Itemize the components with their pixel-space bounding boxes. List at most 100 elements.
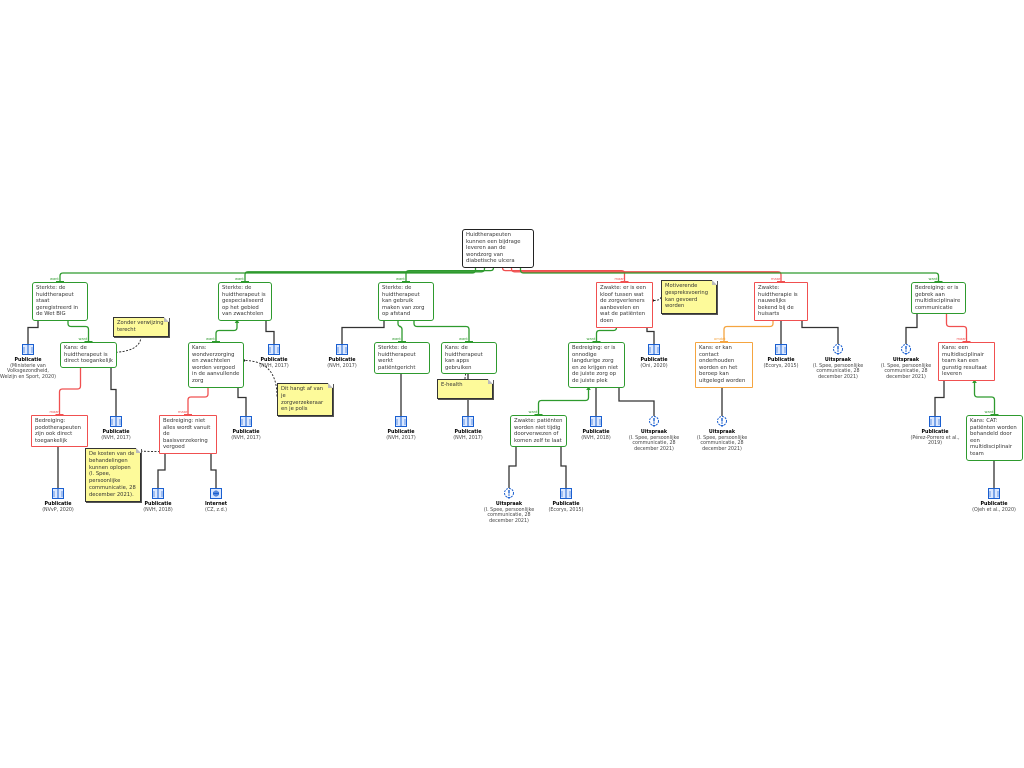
node-n1a[interactable]: Kans: de huidtherapeut is direct toegank…: [60, 342, 117, 368]
source-citation: (NVH, 2017): [327, 363, 357, 369]
source-citation: (NVvP, 2020): [42, 507, 74, 513]
relation-line: [945, 314, 968, 342]
relation-label: omdat: [714, 337, 726, 341]
note-line: [243, 360, 278, 397]
node-n6b[interactable]: Kans: CAT: patiënten worden behandeld do…: [966, 415, 1023, 461]
speech-icon: [649, 416, 659, 427]
source-line: [905, 311, 918, 344]
relation-line: [58, 366, 82, 415]
source-s1[interactable]: Publicatie(Ministerie van Volksgezondhei…: [0, 344, 58, 380]
node-n4[interactable]: Zwakte: er is een kloof tussen wat de zo…: [596, 282, 653, 328]
node-root[interactable]: Huidtherapeuten kunnen een bijdrage leve…: [462, 229, 534, 268]
source-s13[interactable]: Uitspraak(I. Spee, persoonlijke communic…: [624, 416, 684, 452]
source-type: Uitspraak: [892, 358, 920, 363]
source-type: Uitspraak: [824, 358, 852, 363]
node-n1[interactable]: Sterkte: de huidtherapeut staat geregist…: [32, 282, 88, 321]
source-type: Publicatie: [640, 358, 668, 363]
relation-line: [67, 314, 90, 342]
source-s17[interactable]: Uitspraak(I. Spee, persoonlijke communic…: [808, 344, 868, 380]
relation-label: maar: [50, 410, 60, 414]
source-s18[interactable]: Uitspraak(I. Spee, persoonlijke communic…: [692, 416, 752, 452]
source-s3[interactable]: Publicatie(NVvP, 2020): [28, 488, 88, 513]
source-s7[interactable]: Internet(CZ, z.d.): [186, 488, 246, 513]
source-citation: (NVH, 2017): [259, 363, 289, 369]
relation-line: [973, 382, 996, 415]
node-n6[interactable]: Bedreiging: er is gebrek aan multidiscip…: [911, 282, 966, 315]
source-citation: (Ministerie van Volksgezondheid, Welzijn…: [0, 363, 57, 380]
node-n6a[interactable]: Kans: een multidisciplinair team kan een…: [938, 342, 995, 381]
source-citation: (CZ, z.d.): [204, 507, 228, 513]
node-n5[interactable]: Zwakte: huidtherapie is nauwelijks beken…: [754, 282, 808, 321]
source-s8[interactable]: Publicatie(NVH, 2017): [312, 344, 372, 369]
relation-line: [537, 389, 590, 415]
node-n1b[interactable]: Bedreiging: podotherapeuten zijn ook dir…: [31, 415, 88, 448]
source-line: [110, 363, 117, 416]
source-line: [210, 452, 217, 488]
source-line: [934, 379, 945, 416]
source-citation: (NVH, 2018): [581, 435, 611, 441]
node-n2[interactable]: Sterkte: de huidtherapeut is gespecialis…: [218, 282, 272, 321]
source-s2[interactable]: Publicatie(NVH, 2017): [86, 416, 146, 441]
relation-label: maar: [615, 277, 625, 281]
source-s21[interactable]: Publicatie(Ojeh et al., 2020): [964, 488, 1024, 513]
source-s5[interactable]: Publicatie(NVH, 2017): [216, 416, 276, 441]
relation-label: want: [929, 277, 938, 281]
speech-icon: [901, 344, 911, 355]
book-icon: [268, 344, 280, 355]
source-s9[interactable]: Publicatie(NVH, 2017): [371, 416, 431, 441]
node-n3b[interactable]: Kans: de huidtherapeut kan apps gebruike…: [441, 342, 497, 375]
book-icon: [462, 416, 474, 427]
node-n2b[interactable]: Bedreiging: niet alles wordt vanuit de b…: [159, 415, 217, 454]
node-n3a[interactable]: Sterkte: de huidtherapeut werkt patiëntg…: [374, 342, 430, 375]
book-icon: [152, 488, 164, 499]
source-type: Publicatie: [44, 502, 72, 507]
source-citation: (Oni, 2020): [640, 363, 668, 369]
node-n4a[interactable]: Bedreiging: er is onnodige langdurige zo…: [568, 342, 625, 388]
source-citation: (NVH, 2017): [453, 435, 483, 441]
node-n2a[interactable]: Kans: wondverzorging en zwachtelen worde…: [188, 342, 244, 388]
book-icon: [52, 488, 64, 499]
source-citation: (NVH, 2018): [143, 507, 173, 513]
source-s14[interactable]: Uitspraak(I. Spee, persoonlijke communic…: [479, 488, 539, 524]
source-s19[interactable]: Uitspraak(I. Spee, persoonlijke communic…: [876, 344, 936, 380]
source-s12[interactable]: Publicatie(NVH, 2018): [566, 416, 626, 441]
note-m5[interactable]: Motiverende gespreksvoering kan gevoerd …: [661, 280, 717, 314]
source-s4[interactable]: Publicatie(NVH, 2017): [244, 344, 304, 369]
source-s15[interactable]: Publicatie(Ecorys, 2015): [536, 488, 596, 513]
relation-label: want: [587, 337, 596, 341]
source-citation: (Pérez-Porrero et al., 2019): [910, 435, 960, 447]
source-citation: (Ojeh et al., 2020): [972, 507, 1016, 513]
source-type: Publicatie: [14, 358, 42, 363]
node-n5a[interactable]: Kans: er kan contact onderhouden worden …: [695, 342, 753, 388]
source-type: Publicatie: [767, 358, 795, 363]
source-type: Publicatie: [144, 502, 172, 507]
source-type: Uitspraak: [708, 430, 736, 435]
relation-line: [59, 263, 477, 282]
source-citation: (NVH, 2017): [231, 435, 261, 441]
source-s16[interactable]: Publicatie(Ecorys, 2015): [751, 344, 811, 369]
source-s20[interactable]: Publicatie(Pérez-Porrero et al., 2019): [905, 416, 965, 447]
source-line: [265, 319, 275, 344]
speech-icon: [833, 344, 843, 355]
speech-icon: [504, 488, 514, 499]
note-m3[interactable]: De kosten van de behandelingen kunnen op…: [85, 448, 141, 502]
relation-line: [215, 322, 238, 342]
node-n4b[interactable]: Zwakte: patiënten worden niet tijdig doo…: [510, 415, 567, 448]
note-m4[interactable]: E-health: [437, 379, 493, 399]
note-m1[interactable]: Zonder verwijzing terecht: [113, 317, 169, 337]
note-m2[interactable]: Dit hangt af van je zorgverzekeraar en j…: [277, 383, 333, 417]
node-n3[interactable]: Sterkte: de huidtherapeut kan gebruik ma…: [378, 282, 434, 321]
source-type: Publicatie: [582, 430, 610, 435]
relation-label: maar: [771, 277, 781, 281]
source-s10[interactable]: Publicatie(NVH, 2017): [438, 416, 498, 441]
source-s6[interactable]: Publicatie(NVH, 2018): [128, 488, 188, 513]
source-line: [157, 452, 166, 488]
source-type: Publicatie: [980, 502, 1008, 507]
source-line: [618, 386, 655, 416]
source-s11[interactable]: Publicatie(Oni, 2020): [624, 344, 684, 369]
source-type: Uitspraak: [640, 430, 668, 435]
source-citation: (Ecorys, 2015): [763, 363, 799, 369]
relation-line: [187, 382, 209, 415]
source-type: Publicatie: [454, 430, 482, 435]
